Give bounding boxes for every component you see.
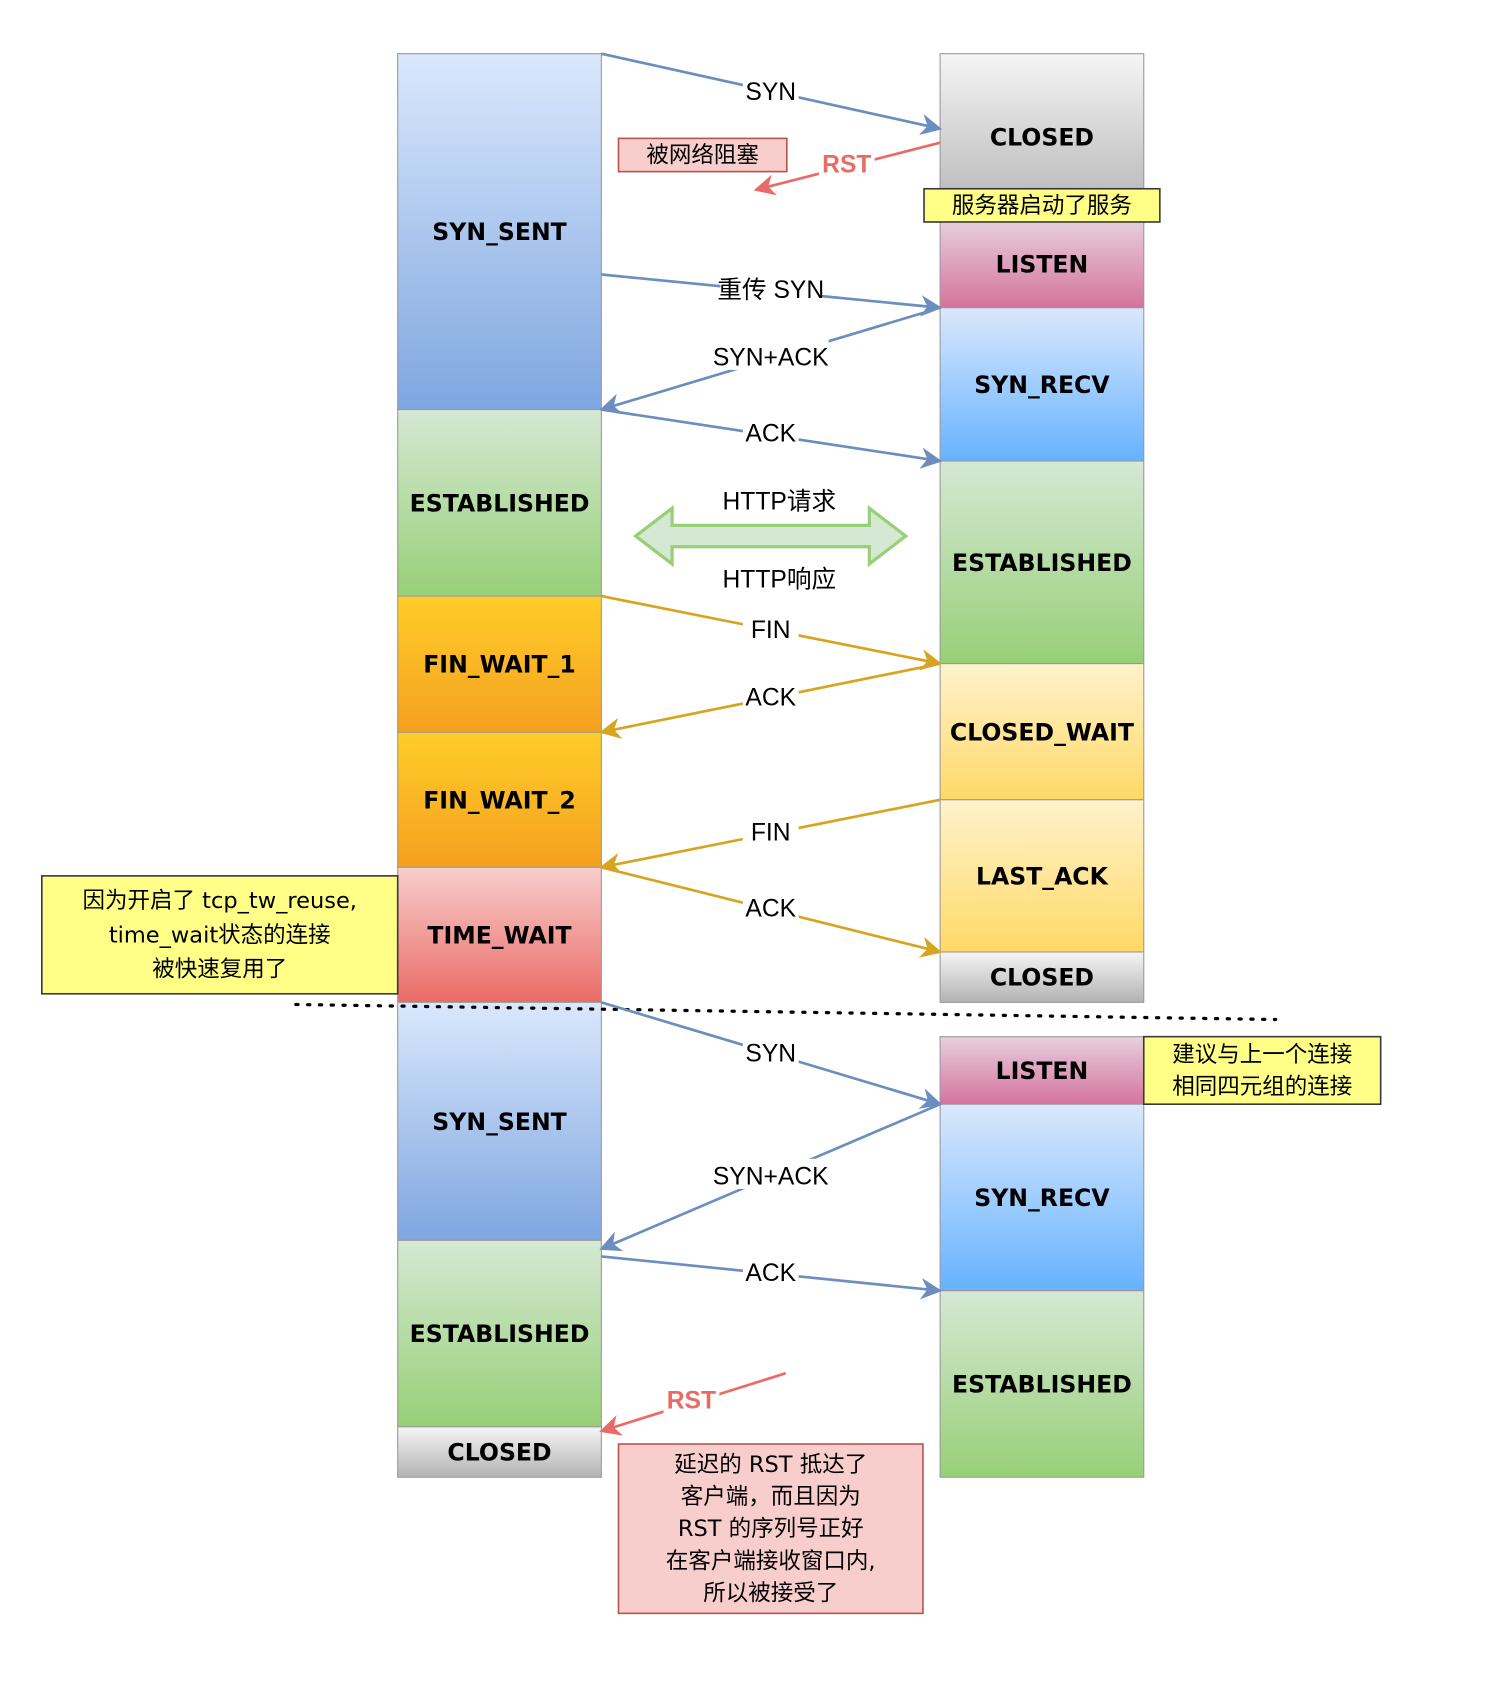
note-line: 延迟的 RST 抵达了 — [674, 1452, 867, 1478]
state-label: CLOSED — [447, 1439, 551, 1467]
state-server-closed: CLOSED — [939, 951, 1145, 1003]
message-arrow-syn: 重传 SYN — [601, 272, 943, 317]
message-label: FIN — [751, 819, 791, 846]
message-arrow-fin: FIN — [599, 798, 941, 875]
state-client-syn-sent: SYN_SENT — [397, 1001, 602, 1241]
note-line: 因为开启了 tcp_tw_reuse, — [83, 888, 357, 914]
state-client-established: ESTABLISHED — [397, 1239, 602, 1428]
state-label: ESTABLISHED — [410, 1320, 590, 1348]
note-line: RST 的序列号正好 — [678, 1516, 864, 1542]
message-label: RST — [822, 152, 871, 179]
state-label: SYN_RECV — [974, 371, 1110, 399]
state-client-closed: CLOSED — [397, 1426, 602, 1478]
state-label: LAST_ACK — [976, 862, 1109, 890]
state-server-last-ack: LAST_ACK — [939, 799, 1145, 953]
state-server-listen: LISTEN — [939, 219, 1145, 309]
state-client-fin-wait-2: FIN_WAIT_2 — [397, 731, 602, 868]
message-arrow-syn: SYN — [600, 1001, 943, 1109]
note-line: 所以被接受了 — [703, 1581, 838, 1607]
message-label: ACK — [745, 421, 796, 448]
message-label: SYN+ACK — [713, 345, 829, 372]
message-arrow-fin: FIN — [601, 594, 943, 671]
state-label: LISTEN — [996, 250, 1089, 278]
state-server-established: ESTABLISHED — [939, 460, 1145, 665]
message-label: 重传 SYN — [717, 276, 824, 304]
http-response-label: HTTP响应 — [722, 566, 836, 594]
state-label: ESTABLISHED — [410, 489, 590, 517]
separator-line — [294, 1002, 1278, 1022]
message-arrow-synack: SYN+ACK — [599, 1102, 941, 1252]
state-server-established: ESTABLISHED — [939, 1290, 1145, 1478]
message-label: SYN — [745, 79, 796, 106]
state-label: SYN_SENT — [432, 1108, 566, 1136]
note-line: 在客户端接收窗口内, — [666, 1548, 876, 1574]
state-client-syn-sent: SYN_SENT — [397, 53, 602, 411]
state-label: CLOSED — [990, 964, 1094, 992]
message-arrow-ack: ACK — [601, 865, 943, 958]
message-arrow-rst: RST — [599, 1371, 787, 1436]
message-label: ACK — [745, 684, 796, 711]
state-server-closed-wait: CLOSED_WAIT — [939, 663, 1145, 801]
state-label: ESTABLISHED — [952, 1371, 1132, 1399]
message-label: ACK — [745, 1260, 796, 1287]
note-line: 客户端，而且因为 — [681, 1484, 861, 1510]
state-client-time-wait: TIME_WAIT — [397, 866, 602, 1003]
state-label: SYN_SENT — [432, 218, 566, 246]
message-label: FIN — [751, 617, 791, 644]
state-label: ESTABLISHED — [952, 549, 1132, 577]
message-label: SYN+ACK — [713, 1164, 829, 1191]
state-label: SYN_RECV — [974, 1184, 1110, 1212]
message-arrow-synack: SYN+ACK — [599, 306, 941, 415]
message-label: ACK — [745, 896, 796, 923]
state-client-fin-wait-1: FIN_WAIT_1 — [397, 595, 602, 733]
message-label: RST — [667, 1388, 716, 1415]
state-client-established: ESTABLISHED — [397, 409, 602, 597]
state-server-syn-recv: SYN_RECV — [939, 1103, 1145, 1292]
state-label: LISTEN — [996, 1057, 1089, 1085]
note-blocked: 被网络阻塞 — [617, 137, 788, 173]
note-line: time_wait状态的连接 — [109, 922, 331, 948]
note-line: 相同四元组的连接 — [1172, 1074, 1352, 1100]
note-line: 建议与上一个连接 — [1172, 1042, 1352, 1068]
note-line: 服务器启动了服务 — [952, 193, 1132, 219]
note-line: 被网络阻塞 — [646, 142, 759, 168]
http-exchange-arrow: HTTP请求 HTTP响应 — [633, 487, 909, 594]
note-server-started: 服务器启动了服务 — [923, 187, 1161, 223]
http-request-label: HTTP请求 — [722, 487, 836, 515]
message-label: SYN — [745, 1040, 796, 1067]
state-label: CLOSED_WAIT — [950, 718, 1134, 746]
message-arrow-syn: SYN — [601, 52, 943, 136]
state-server-listen: LISTEN — [939, 1036, 1145, 1105]
state-label: FIN_WAIT_2 — [423, 786, 576, 814]
note-line: 被快速复用了 — [152, 957, 287, 983]
message-arrow-rst: RST — [753, 141, 941, 196]
message-arrow-ack: ACK — [601, 1255, 943, 1300]
state-server-syn-recv: SYN_RECV — [939, 307, 1145, 462]
message-arrow-ack: ACK — [599, 662, 941, 739]
state-label: CLOSED — [990, 123, 1094, 151]
message-arrow-ack: ACK — [601, 408, 943, 469]
state-label: TIME_WAIT — [427, 921, 571, 949]
state-label: FIN_WAIT_1 — [423, 651, 576, 679]
